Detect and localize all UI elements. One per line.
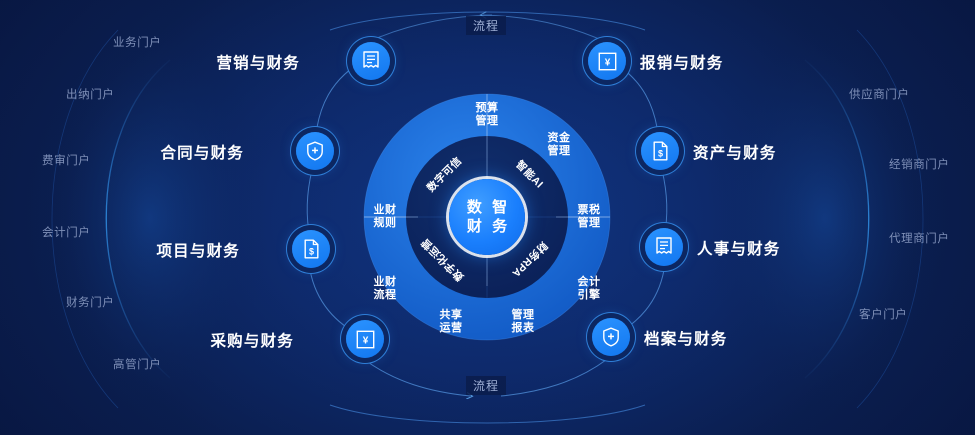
core-line-2: 财 务: [466, 218, 511, 235]
svg-text:¥: ¥: [362, 335, 368, 346]
node-label: 档案与财务: [644, 331, 728, 348]
receipt-icon[interactable]: [645, 228, 683, 266]
flow-label-top: 流程: [466, 16, 507, 35]
outer-ring-label: 票税管理: [577, 204, 601, 229]
portal-label-left: 财务门户: [66, 297, 115, 309]
svg-text:$: $: [657, 149, 662, 159]
outer-ring-label: 共享运营: [439, 309, 463, 334]
outer-ring-label: 资金管理: [547, 132, 571, 157]
node-label: 人事与财务: [697, 241, 781, 258]
outer-ring-label: 会计引擎: [577, 276, 601, 301]
node-label: 合同与财务: [160, 145, 244, 162]
document-dollar-icon[interactable]: $: [292, 230, 330, 268]
shield-plus-icon[interactable]: [296, 132, 334, 170]
core-line-1: 数 智: [466, 199, 511, 216]
outer-ring-label: 业财规则: [373, 204, 397, 229]
svg-text:¥: ¥: [604, 57, 610, 68]
receipt-icon[interactable]: [352, 42, 390, 80]
node-label: 报销与财务: [640, 55, 724, 72]
shield-plus-icon[interactable]: [592, 318, 630, 356]
svg-text:$: $: [308, 247, 313, 257]
document-dollar-icon[interactable]: $: [641, 132, 679, 170]
outer-ring-label: 预算管理: [475, 102, 499, 127]
node-label: 资产与财务: [693, 145, 777, 162]
flow-label-bottom: 流程: [466, 376, 507, 395]
portal-label-right: 经销商门户: [889, 159, 950, 171]
portal-label-right: 客户门户: [859, 309, 908, 321]
core-label: 数 智 财 务: [449, 179, 525, 255]
portal-label-left: 高管门户: [113, 359, 162, 371]
outer-ring-label: 业财流程: [373, 276, 397, 301]
node-label: 项目与财务: [156, 243, 240, 260]
portal-label-left: 出纳门户: [66, 89, 115, 101]
outer-ring-label: 管理报表: [511, 309, 535, 334]
yen-square-icon[interactable]: ¥: [346, 320, 384, 358]
node-label: 采购与财务: [210, 333, 294, 350]
portal-label-right: 代理商门户: [889, 233, 950, 245]
portal-label-right: 供应商门户: [849, 89, 910, 101]
yen-square-icon[interactable]: ¥: [588, 42, 626, 80]
portal-label-left: 费审门户: [42, 155, 91, 167]
portal-label-left: 会计门户: [42, 227, 91, 239]
portal-label-left: 业务门户: [113, 37, 162, 49]
node-label: 营销与财务: [216, 55, 300, 72]
capability-donut: 预算管理 资金管理 票税管理 会计引擎 管理报表 共享运营 业财流程 业财规则 …: [337, 67, 637, 367]
